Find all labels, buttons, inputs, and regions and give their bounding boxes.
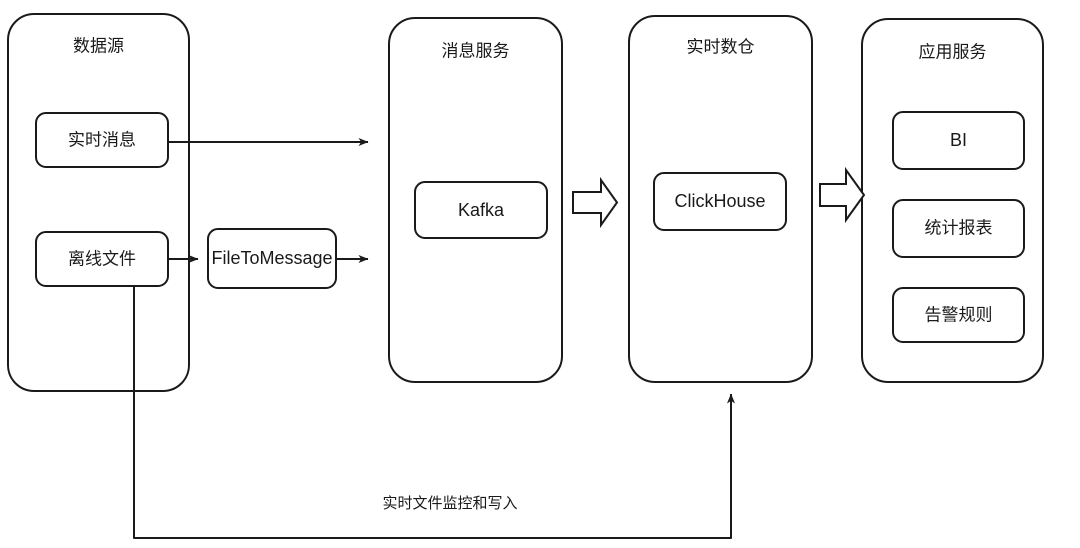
node-clickhouse[interactable]	[653, 172, 787, 231]
node-file-to-message-group[interactable]: FileToMessage	[207, 228, 337, 289]
group-realtime-warehouse[interactable]: 实时数仓 ClickHouse	[628, 15, 813, 383]
node-statistics-report-label: 统计报表	[925, 218, 993, 237]
node-kafka-label: Kafka	[458, 200, 505, 220]
node-file-to-message-label: FileToMessage	[211, 248, 332, 268]
node-realtime-message[interactable]	[35, 112, 169, 168]
node-realtime-message-label: 实时消息	[68, 130, 136, 149]
node-alert-rule[interactable]	[892, 287, 1025, 343]
node-clickhouse-label: ClickHouse	[674, 191, 765, 211]
group-message-service-title: 消息服务	[442, 41, 510, 60]
group-realtime-warehouse-title: 实时数仓	[687, 37, 755, 56]
blockarrow-message-service-to-realtime-warehouse	[572, 176, 619, 229]
edge-offline-file-to-realtime-warehouse	[133, 287, 735, 539]
node-bi-label: BI	[950, 130, 967, 150]
node-bi[interactable]	[892, 111, 1025, 170]
group-data-source-title: 数据源	[73, 36, 124, 55]
edge-offline-file-to-realtime-warehouse-label: 实时文件监控和写入	[382, 495, 517, 512]
node-alert-rule-label: 告警规则	[925, 305, 993, 324]
group-data-source[interactable]: 数据源 实时消息 离线文件	[7, 13, 190, 392]
group-application-service-title: 应用服务	[919, 42, 987, 61]
group-message-service[interactable]: 消息服务 Kafka	[388, 17, 563, 383]
group-application-service[interactable]: 应用服务 BI 统计报表 告警规则	[861, 18, 1044, 383]
node-kafka[interactable]	[414, 181, 548, 239]
group-data-source-frame	[7, 13, 190, 392]
blockarrow-realtime-warehouse-to-application-service	[819, 166, 866, 224]
node-statistics-report[interactable]	[892, 199, 1025, 258]
node-offline-file-label: 离线文件	[68, 249, 136, 268]
